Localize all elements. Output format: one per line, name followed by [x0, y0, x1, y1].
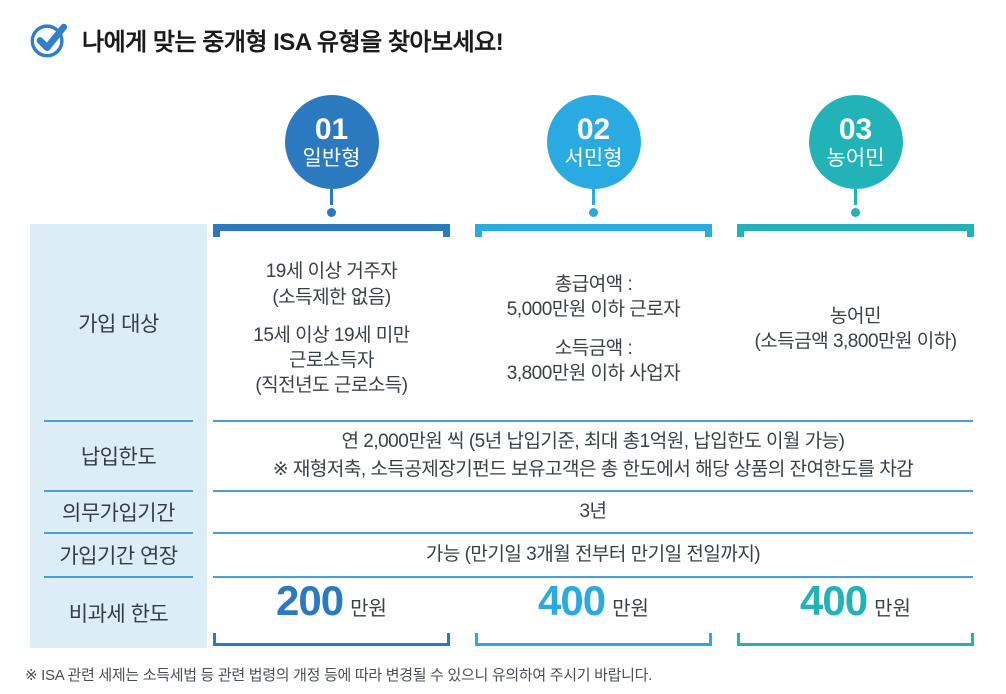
label-divider — [44, 420, 193, 422]
connector-dot — [851, 208, 860, 217]
label-divider — [44, 532, 193, 534]
eligibility-text: 총급여액 : 5,000만원 이하 근로자 — [506, 273, 681, 321]
eligibility-text: 15세 이상 19세 미만 근로소득자 (직전년도 근로소득) — [253, 324, 410, 397]
badge-type-seomin: 02 서민형 — [475, 95, 712, 217]
row-label-tax-free-limit: 비과세 한도 — [68, 602, 169, 626]
badge-label: 서민형 — [564, 147, 623, 171]
eligibility-cell-general: 19세 이상 거주자 (소득제한 없음) 15세 이상 19세 미만 근로소득자… — [213, 237, 450, 421]
row-label-mandatory-period: 의무가입기간 — [62, 502, 175, 525]
badge-number: 02 — [576, 112, 611, 146]
eligibility-cell-nongeomin: 농어민 (소득금액 3,800만원 이하) — [737, 237, 974, 421]
badge-label: 농어민 — [826, 147, 885, 171]
bottom-bracket-general — [213, 633, 450, 646]
label-divider — [44, 576, 193, 578]
badge-circle-nongeomin: 03 농어민 — [808, 95, 903, 189]
eligibility-cell-seomin: 총급여액 : 5,000만원 이하 근로자 소득금액 : 3,800만원 이하 … — [475, 237, 712, 421]
badge-circle-seomin: 02 서민형 — [546, 95, 641, 189]
tax-free-unit: 만원 — [350, 598, 387, 620]
deposit-limit-line1: 연 2,000만원 씩 (5년 납입기준, 최대 총1억원, 납입한도 이월 가… — [341, 431, 845, 453]
header: 나에게 맞는 중개형 ISA 유형을 찾아보세요! — [28, 18, 504, 60]
row-label-eligibility: 가입 대상 — [78, 312, 159, 336]
top-bracket-general — [213, 224, 450, 237]
eligibility-text: 농어민 (소득금액 3,800만원 이하) — [754, 305, 957, 352]
deposit-limit-line2: ※ 재형저축, 소득공제장기펀드 보유고객은 총 한도에서 해당 상품의 잔여한… — [272, 459, 914, 480]
bottom-bracket-nongeomin — [737, 633, 974, 646]
eligibility-text: 19세 이상 거주자 (소득제한 없음) — [265, 261, 398, 308]
top-bracket-nongeomin — [737, 224, 974, 237]
eligibility-text: 소득금액 : 3,800만원 이하 사업자 — [506, 337, 681, 384]
badge-number: 01 — [314, 112, 349, 146]
bottom-bracket-seomin — [475, 633, 712, 646]
tax-free-amount: 400 — [538, 577, 606, 624]
row-label-deposit-limit: 납입한도 — [80, 446, 157, 469]
row-divider — [213, 532, 973, 534]
top-bracket-seomin — [475, 224, 712, 237]
row-label-column: 가입 대상 납입한도 의무가입기간 가입기간 연장 비과세 한도 — [30, 224, 207, 648]
label-divider — [44, 490, 193, 492]
connector-line — [592, 189, 595, 205]
connector-dot — [327, 208, 336, 217]
row-divider — [213, 420, 973, 422]
tax-free-limit-general: 200 만원 — [213, 577, 450, 633]
badge-number: 03 — [838, 112, 873, 146]
page-title: 나에게 맞는 중개형 ISA 유형을 찾아보세요! — [82, 28, 504, 56]
connector-line — [330, 189, 333, 205]
deposit-limit-cell: 연 2,000만원 씩 (5년 납입기준, 최대 총1억원, 납입한도 이월 가… — [213, 421, 973, 491]
badge-label: 일반형 — [302, 147, 361, 171]
row-divider — [213, 576, 973, 578]
badge-type-general: 01 일반형 — [213, 95, 450, 217]
row-divider — [213, 490, 973, 492]
extension-cell: 가능 (만기일 3개월 전부터 만기일 전일까지) — [425, 544, 761, 566]
connector-line — [854, 189, 857, 205]
footer-disclaimer: ※ ISA 관련 세제는 소득세법 등 관련 법령의 개정 등에 따라 변경될 … — [25, 667, 652, 684]
tax-free-unit: 만원 — [612, 598, 649, 620]
badge-circle-general: 01 일반형 — [284, 95, 379, 189]
connector-dot — [589, 208, 598, 217]
badge-type-nongeomin: 03 농어민 — [737, 95, 974, 217]
check-circle-icon — [28, 18, 70, 60]
tax-free-limit-seomin: 400 만원 — [475, 577, 712, 633]
row-label-extension: 가입기간 연장 — [59, 545, 178, 568]
tax-free-amount: 200 — [276, 577, 344, 624]
mandatory-period-cell: 3년 — [579, 501, 607, 523]
tax-free-amount: 400 — [800, 577, 868, 624]
tax-free-unit: 만원 — [874, 598, 911, 620]
tax-free-limit-nongeomin: 400 만원 — [737, 577, 974, 633]
